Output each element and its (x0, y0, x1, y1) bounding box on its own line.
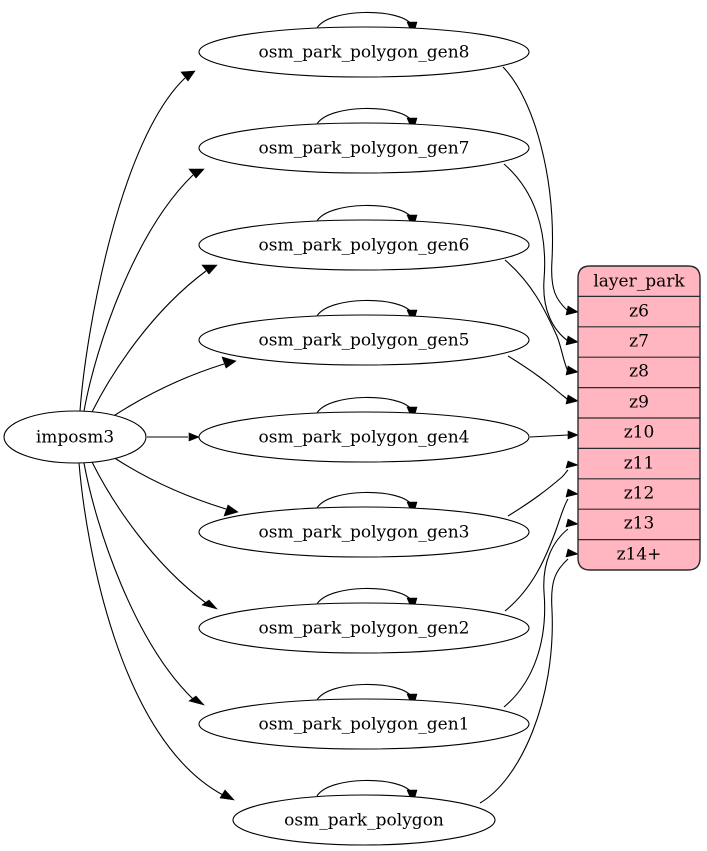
node-gen5[interactable]: osm_park_polygon_gen5 (198, 314, 530, 366)
edge-imposm3-to-gen1 (83, 462, 205, 706)
node-gen7-ellipse (198, 122, 530, 174)
node-base-label: osm_park_polygon (284, 811, 444, 831)
edge-gen5-to-z9 (507, 355, 579, 405)
node-gen1[interactable]: osm_park_polygon_gen1 (198, 698, 530, 750)
node-imposm3-label: imposm3 (36, 428, 114, 448)
node-gen3[interactable]: osm_park_polygon_gen3 (198, 506, 530, 558)
node-gen8[interactable]: osm_park_polygon_gen8 (198, 26, 530, 78)
layer-park-row-z12[interactable]: z12 (624, 484, 655, 504)
node-base-ellipse (232, 794, 496, 846)
layer-park-row-z7[interactable]: z7 (629, 332, 649, 352)
node-gen4-ellipse (198, 411, 530, 463)
edge-imposm3-to-base (78, 462, 235, 801)
nodes: imposm3 osm_park_polygon_gen8 osm_park_p… (3, 26, 530, 846)
layer-park-row-z13[interactable]: z13 (624, 514, 655, 534)
node-gen7-label: osm_park_polygon_gen7 (259, 139, 470, 159)
edge-gen3-to-z11 (507, 460, 579, 517)
edge-gen6-to-z8 (504, 259, 579, 376)
edge-imposm3-to-gen2 (91, 461, 218, 610)
node-gen2[interactable]: osm_park_polygon_gen2 (198, 602, 530, 654)
edges-from-imposm3 (78, 70, 239, 801)
edge-gen7-to-z7 (503, 163, 579, 346)
layer-park-row-z10[interactable]: z10 (624, 423, 655, 443)
edges-to-layer-park (479, 66, 579, 804)
node-gen1-label: osm_park_polygon_gen1 (259, 715, 470, 735)
node-gen3-label: osm_park_polygon_gen3 (259, 523, 470, 543)
node-gen6-ellipse (198, 219, 530, 271)
node-gen8-label: osm_park_polygon_gen8 (259, 43, 470, 63)
node-gen7[interactable]: osm_park_polygon_gen7 (198, 122, 530, 174)
node-gen3-ellipse (198, 506, 530, 558)
edge-imposm3-to-gen6 (91, 264, 218, 413)
edge-gen1-to-z13 (503, 518, 579, 708)
edge-imposm3-to-gen3 (112, 456, 239, 517)
layer-park-row-z9[interactable]: z9 (629, 393, 649, 413)
edge-imposm3-to-gen4 (147, 432, 200, 442)
node-imposm3[interactable]: imposm3 (3, 410, 147, 464)
edge-base-to-z14 (479, 548, 579, 804)
layer-park-header-label: layer_park (593, 272, 685, 292)
node-gen4[interactable]: osm_park_polygon_gen4 (198, 411, 530, 463)
node-gen4-label: osm_park_polygon_gen4 (259, 428, 470, 448)
node-gen5-label: osm_park_polygon_gen5 (259, 331, 470, 351)
layer-park-row-z6[interactable]: z6 (629, 302, 649, 322)
node-layer-park[interactable]: layer_park z6 z7 z8 z9 z10 z11 z12 z13 z… (577, 265, 701, 571)
edge-imposm3-to-gen5 (111, 356, 237, 418)
node-gen2-label: osm_park_polygon_gen2 (259, 619, 470, 639)
node-gen8-ellipse (198, 26, 530, 78)
edge-imposm3-to-gen8 (79, 70, 196, 412)
node-gen6-label: osm_park_polygon_gen6 (259, 236, 470, 256)
node-gen1-ellipse (198, 698, 530, 750)
edge-gen4-to-z10 (529, 430, 579, 440)
node-gen5-ellipse (198, 314, 530, 366)
node-gen6[interactable]: osm_park_polygon_gen6 (198, 219, 530, 271)
layer-park-row-z8[interactable]: z8 (629, 362, 649, 382)
edge-imposm3-to-gen7 (83, 168, 205, 412)
layer-park-row-z14[interactable]: z14+ (617, 545, 662, 565)
node-imposm3-ellipse (3, 410, 147, 464)
node-base[interactable]: osm_park_polygon (232, 794, 496, 846)
node-gen2-ellipse (198, 602, 530, 654)
layer-park-row-z11[interactable]: z11 (624, 454, 655, 474)
edge-gen2-to-z12 (504, 488, 579, 612)
layer-park-separators (578, 295, 700, 541)
edge-gen8-to-z6 (502, 66, 579, 316)
